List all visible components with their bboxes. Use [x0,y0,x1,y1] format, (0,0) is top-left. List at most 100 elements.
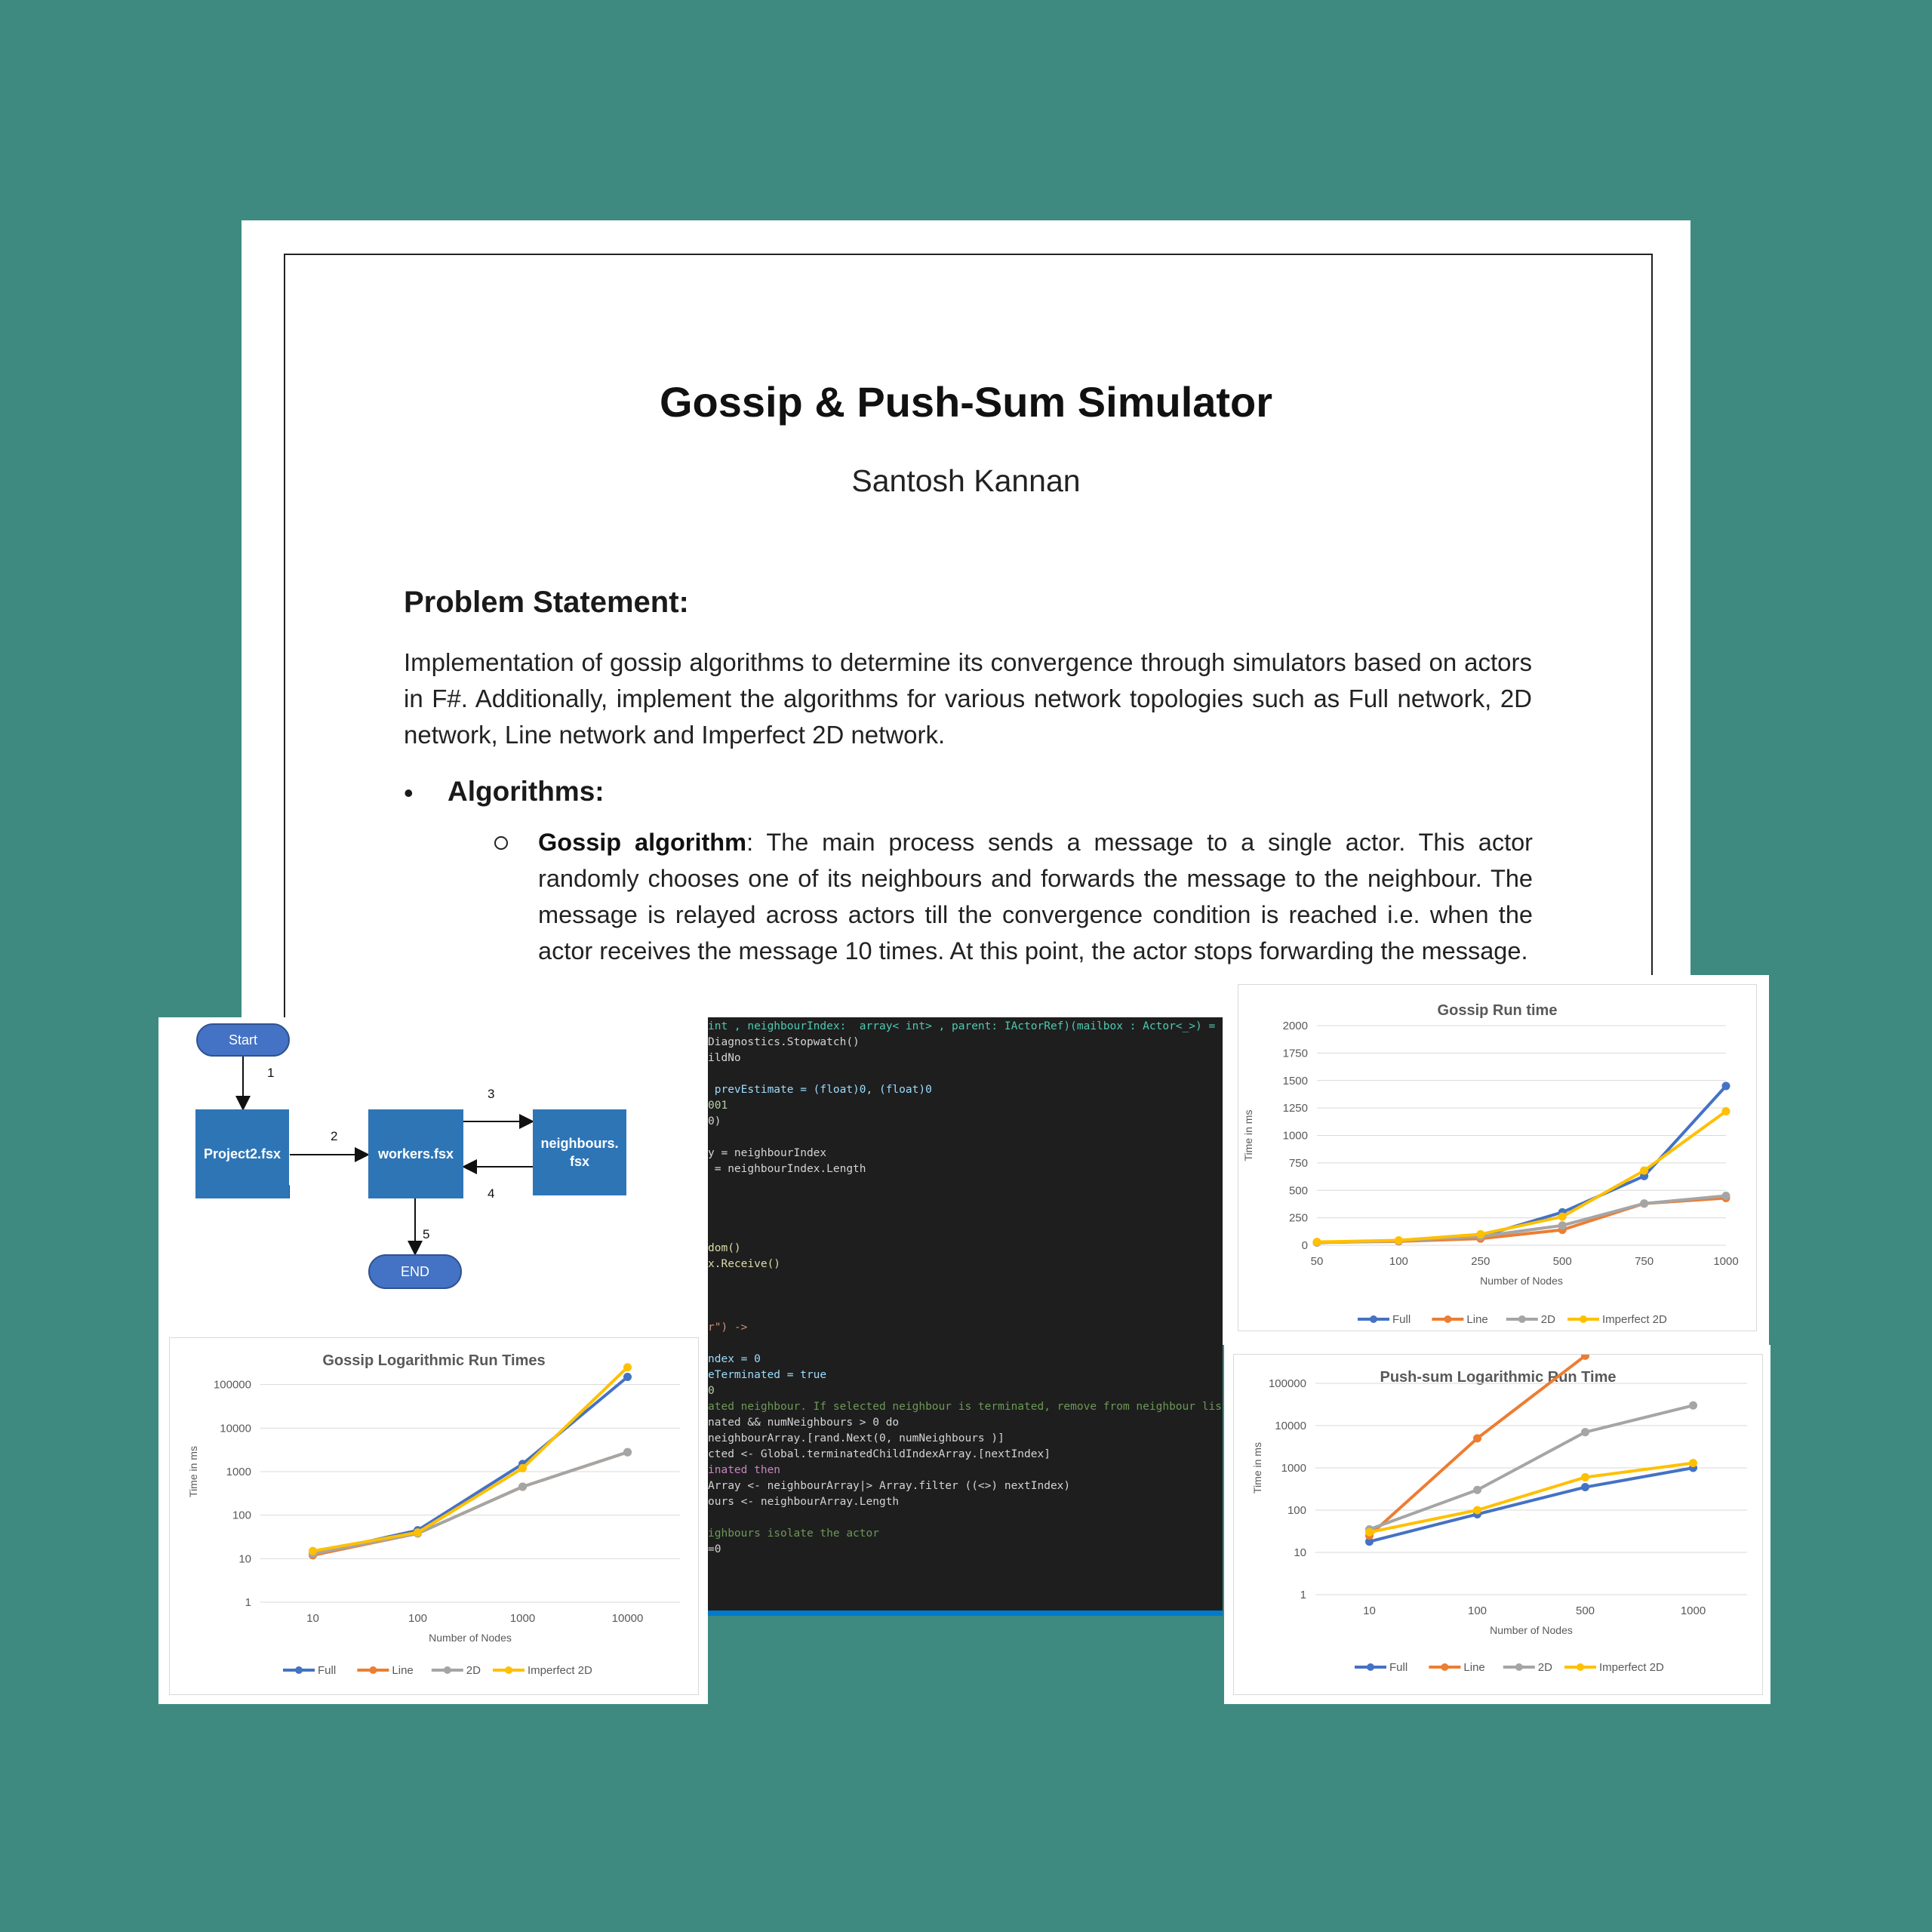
code-token: neighbourArray.[rand.Next(0, numNeighbou… [708,1432,1004,1444]
x-tick-label: 750 [1635,1255,1654,1268]
code-token: cted <- Global.terminatedChildIndexArray… [708,1448,1051,1460]
code-token: =0 [708,1543,721,1555]
page-border [284,254,1653,1085]
code-token: ours <- neighbourArray.Length [708,1496,900,1508]
code-line [708,1304,1223,1320]
legend-label: Line [1463,1661,1484,1674]
legend-marker [1580,1315,1587,1323]
gossip-algorithm-term: Gossip algorithm [538,829,747,856]
code-line: 0) [708,1114,1223,1130]
chart-title: Gossip Run time [1438,1002,1558,1019]
edge-label: 1 [267,1066,275,1080]
x-axis-label: Number of Nodes [429,1632,512,1644]
legend-label: Line [1466,1313,1487,1326]
series-line [312,1451,629,1555]
x-tick-label: 500 [1576,1604,1595,1617]
y-axis-label: Time in ms [187,1446,199,1497]
data-point [1581,1472,1589,1481]
legend-marker [369,1666,377,1674]
x-tick-label: 100 [1389,1255,1408,1268]
edge-label: 2 [331,1129,338,1143]
legend-label: 2D [466,1664,481,1677]
code-line: = neighbourIndex.Length [708,1161,1223,1177]
code-line: ildNo [708,1051,1223,1066]
series-line [1369,1466,1694,1543]
code-line: x.Receive() [708,1257,1223,1272]
code-line: 001 [708,1098,1223,1114]
gossip-algorithm-description: : The main process sends a message to a … [538,829,1533,964]
edge-label: 3 [488,1087,495,1101]
code-token [708,1512,715,1524]
series-line [1316,1109,1727,1244]
legend-marker [1515,1663,1523,1671]
code-line: eTerminated = true [708,1367,1223,1383]
data-point [1365,1527,1374,1537]
data-point [1721,1192,1730,1201]
code-line [708,1336,1223,1352]
legend-label: Line [392,1664,413,1677]
document-title: Gossip & Push-Sum Simulator [659,378,1273,426]
legend-marker [505,1666,512,1674]
algorithms-heading: Algorithms: [448,776,605,807]
data-point [1558,1221,1567,1230]
legend-marker [295,1666,303,1674]
x-axis-label: Number of Nodes [1490,1624,1573,1636]
y-tick-label: 10 [1294,1546,1306,1559]
x-tick-label: 10000 [612,1612,644,1625]
code-lines: int , neighbourIndex: array< int> , pare… [708,1019,1223,1558]
code-token: ildNo [708,1052,741,1064]
data-point [1721,1081,1730,1091]
legend-label: Full [1392,1313,1411,1326]
code-line [708,1066,1223,1082]
x-tick-label: 10 [306,1612,319,1625]
x-tick-label: 1000 [1681,1604,1706,1617]
code-line: nated && numNeighbours > 0 do [708,1415,1223,1431]
x-tick-label: 10 [1363,1604,1376,1617]
code-token [708,1226,715,1238]
flowchart-neighbours-node: neighbours. fsx [533,1109,626,1195]
code-line: int , neighbourIndex: array< int> , pare… [708,1019,1223,1035]
edge-label: 5 [423,1227,430,1241]
flowchart-start-node: Start [196,1023,290,1057]
code-line: ighbours isolate the actor [708,1526,1223,1542]
legend-label: Imperfect 2D [1602,1313,1667,1326]
y-tick-label: 100 [232,1509,251,1522]
y-tick-label: 0 [1302,1239,1308,1252]
data-point [1640,1166,1649,1175]
legend-marker [1441,1663,1449,1671]
y-tick-label: 10000 [220,1422,251,1435]
x-tick-label: 100 [1468,1604,1487,1617]
code-token: eTerminated = true [708,1369,827,1381]
neighbours-label-line1: neighbours. [540,1136,619,1151]
data-point [1581,1483,1589,1492]
series-line [1368,1404,1694,1531]
data-point [309,1546,317,1555]
code-token: = neighbourIndex.Length [708,1163,866,1175]
gossip-algorithm-paragraph: Gossip algorithm: The main process sends… [538,824,1533,969]
legend-label: 2D [1541,1313,1555,1326]
x-tick-label: 500 [1553,1255,1572,1268]
y-tick-label: 750 [1289,1157,1308,1170]
code-line: Diagnostics.Stopwatch() [708,1035,1223,1051]
legend-label: Full [1389,1661,1407,1674]
code-token: int , neighbourIndex: array< int> , pare… [708,1020,1216,1032]
y-tick-label: 100000 [1269,1377,1306,1390]
data-point [1689,1401,1697,1410]
y-tick-label: 1500 [1283,1075,1308,1088]
y-tick-label: 1250 [1283,1102,1308,1115]
document-author: Santosh Kannan [851,463,1081,498]
gossip-log-chart: Gossip Logarithmic Run Times110100100010… [187,1352,680,1677]
data-point [1558,1212,1567,1221]
code-token [708,1337,715,1349]
y-tick-label: 10 [238,1552,251,1565]
code-token: prevEstimate = (float)0, (float)0 [708,1084,932,1096]
code-token: 0) [708,1115,721,1128]
problem-statement-body: Implementation of gossip algorithms to d… [404,648,1532,749]
code-line: ours <- neighbourArray.Length [708,1494,1223,1510]
code-line [708,1177,1223,1193]
